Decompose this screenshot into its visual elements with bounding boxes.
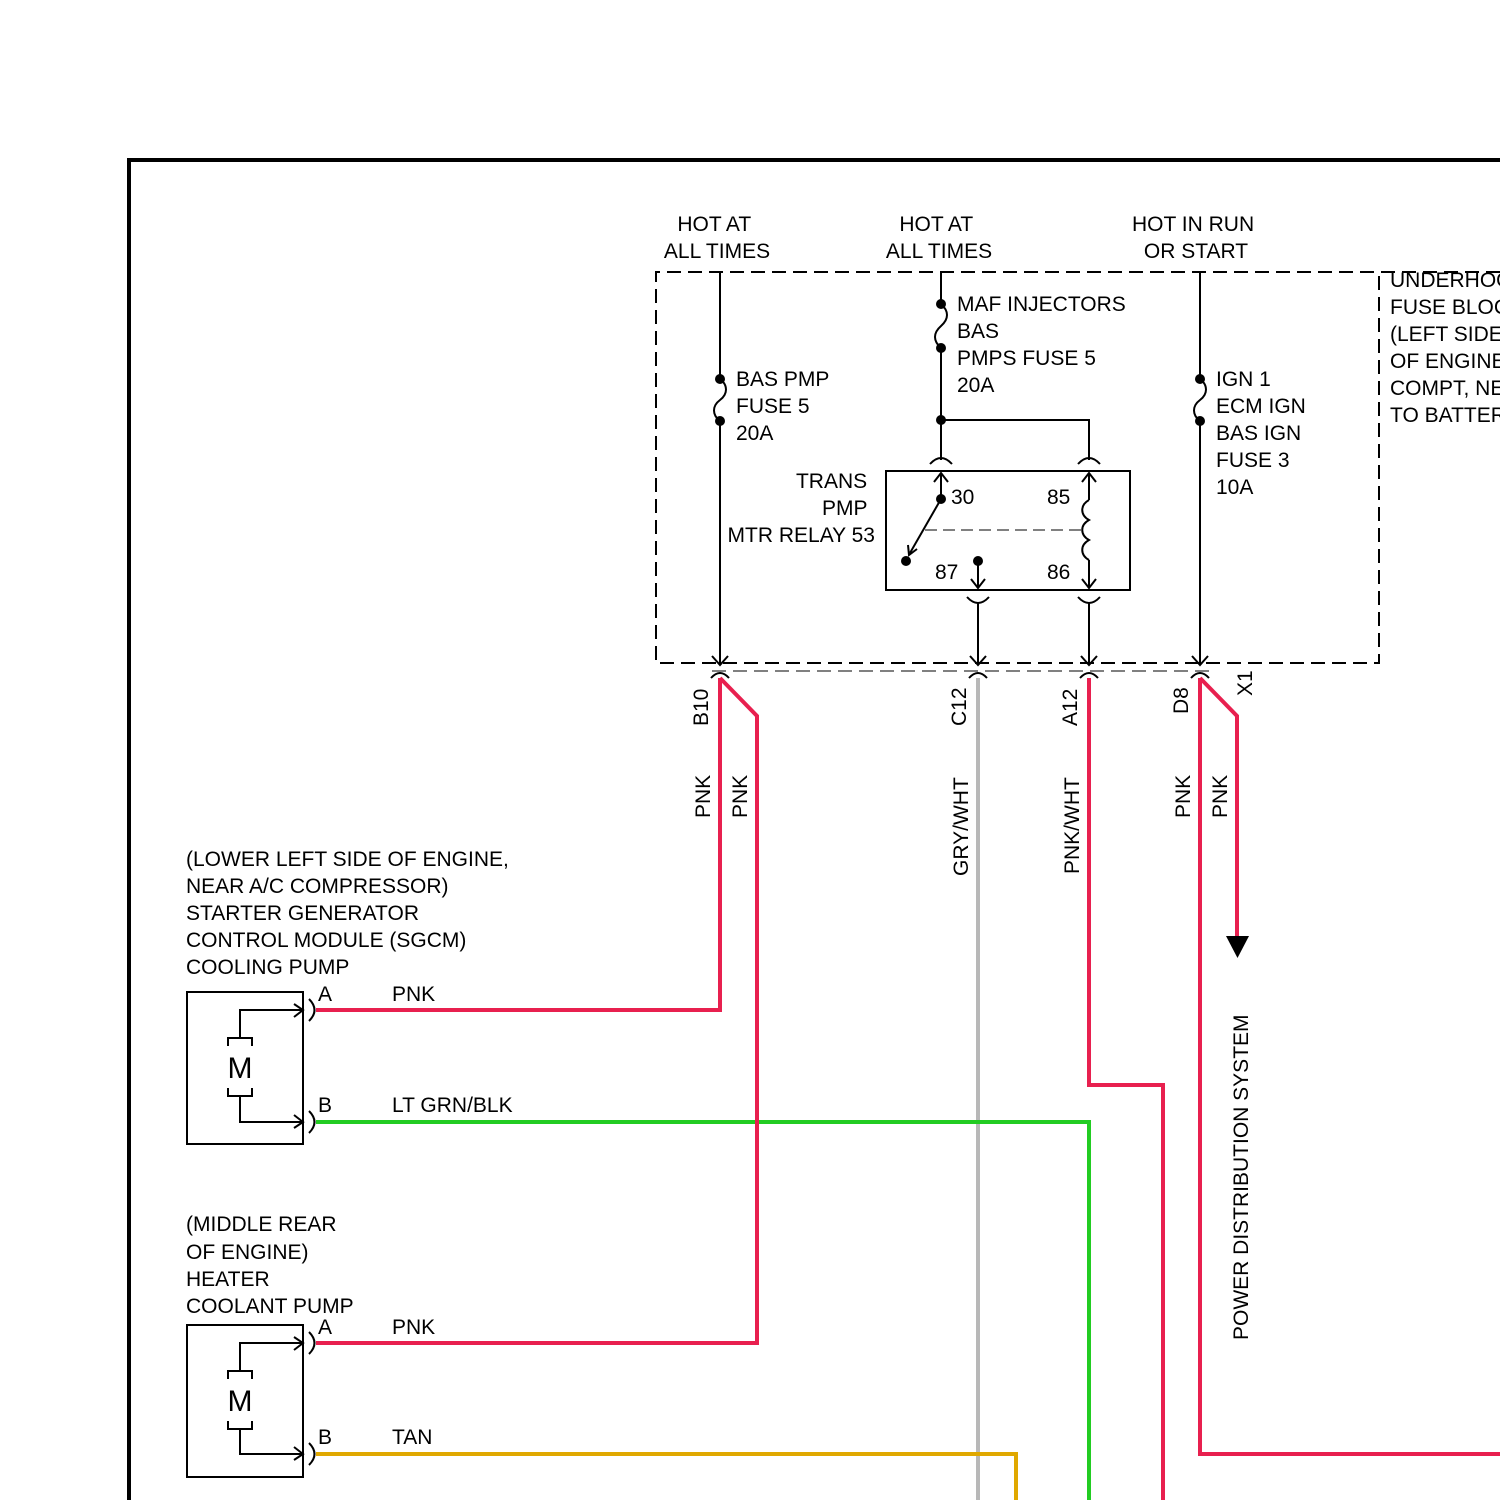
heater-pump-motor-symbol: M [228,1385,253,1418]
wire-pnk-wht [1089,678,1163,1500]
wire-label-pnk-cooling-a: PNK [392,983,435,1006]
cooling-pump-label: (LOWER LEFT SIDE OF ENGINE, NEAR A/C COM… [186,848,515,979]
relay-pin-87: 87 [935,561,958,584]
cooling-pump-motor-symbol: M [228,1052,253,1085]
wire-label-pnk-d8-2: PNK [1209,775,1232,818]
heater-pump-label: (MIDDLE REAR OF ENGINE) HEATER COOLANT P… [186,1213,354,1318]
relay-pin-30: 30 [951,486,974,509]
fuse-ign1-label: IGN 1 ECM IGN BAS IGN FUSE 3 10A [1216,368,1312,499]
wire-pnk-cooling-pump-a [316,678,720,1010]
power-distribution-arrow-icon [1226,936,1249,958]
wire-label-gry-wht: GRY/WHT [950,777,973,876]
relay-trans-pmp-mtr [886,458,1130,678]
wire-tan [316,1454,1016,1500]
heater-pump-pin-a: A [318,1316,332,1339]
supply-label-hot-all-times-2: HOT AT ALL TIMES [886,213,992,263]
wire-label-tan: TAN [392,1426,432,1449]
wire-label-lt-grn-blk: LT GRN/BLK [392,1094,513,1117]
fuse-maf-label: MAF INJECTORS BAS PMPS FUSE 5 20A [957,293,1132,397]
fuse-bas-pmp-label: BAS PMP FUSE 5 20A [736,368,835,445]
connector-pin-d8: D8 [1170,687,1193,714]
fuse-block-outline [656,272,1500,663]
relay-label: TRANS PMP MTR RELAY 53 [728,470,875,547]
heater-pump-pin-b: B [318,1426,332,1449]
connector-pin-c12: C12 [948,687,971,726]
wire-label-pnk-heater-a: PNK [392,1316,435,1339]
wire-label-pnk-b10-2: PNK [729,775,752,818]
relay-pin-86: 86 [1047,561,1070,584]
wire-label-pnk-wht: PNK/WHT [1061,777,1084,874]
cooling-pump-pin-b: B [318,1094,332,1117]
wire-label-pnk-b10-1: PNK [692,775,715,818]
fuse-bas-pmp [711,272,729,678]
wire-label-pnk-d8-1: PNK [1172,775,1195,818]
fuse-ign1 [1191,272,1209,678]
connector-pin-b10: B10 [690,689,713,726]
cooling-pump-pin-a: A [318,983,332,1006]
fuse-block-label: UNDERHOOD FUSE BLOCK (LEFT SIDE OF ENGIN… [1390,269,1500,427]
connector-x1-label: X1 [1234,670,1257,696]
connector-pin-a12: A12 [1059,689,1082,726]
supply-label-hot-all-times-1: HOT AT ALL TIMES [664,213,770,263]
power-distribution-label: POWER DISTRIBUTION SYSTEM [1230,1014,1253,1340]
relay-pin-85: 85 [1047,486,1070,509]
supply-label-hot-run-start: HOT IN RUN OR START [1132,213,1260,263]
